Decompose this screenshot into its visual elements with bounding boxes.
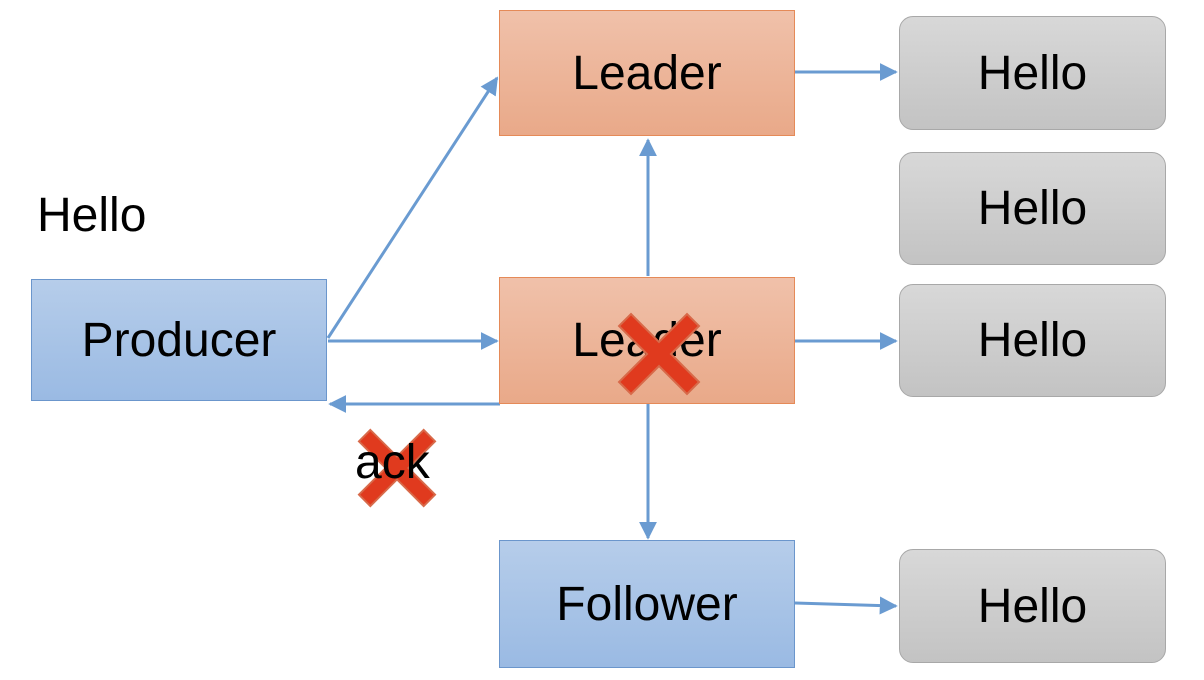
log-box-4: Hello [899,549,1166,663]
leader-failed-cross-icon [617,312,701,396]
leader-top-label: Leader [572,46,722,100]
log-label-3: Hello [977,314,1088,367]
producer-label: Producer [81,313,277,367]
leader-top-node: Leader [499,10,795,136]
follower-label: Follower [556,577,738,631]
arrow-follower-to-log [794,596,898,615]
log-label-1: Hello [977,46,1088,100]
follower-node: Follower [499,540,795,668]
producer-node: Producer [31,279,327,401]
log-label-4: Hello [977,579,1088,633]
log-box-1: Hello [899,16,1166,130]
arrow-producer-to-leader-top [326,76,499,339]
log-box-2: Hello [899,152,1166,265]
log-box-3: Hello [899,284,1166,397]
ack-label: ack [355,436,430,489]
ack-failed-cross-icon [357,428,437,508]
message-label: Hello [37,189,147,242]
log-label-2: Hello [977,182,1088,235]
